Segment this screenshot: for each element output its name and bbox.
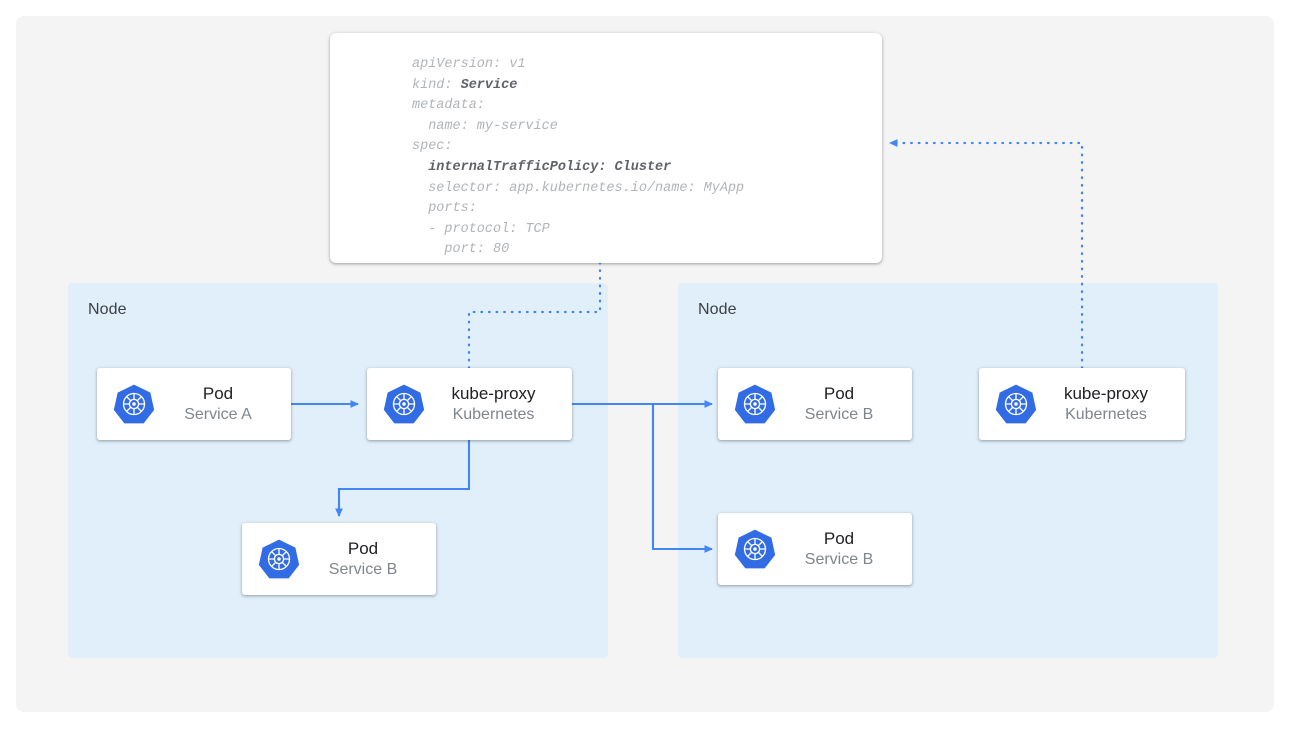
card-subtitle: Kubernetes bbox=[452, 405, 535, 423]
card-title: Pod bbox=[823, 528, 855, 548]
kubernetes-logo-icon bbox=[383, 383, 425, 425]
card-title: kube-proxy bbox=[451, 383, 536, 403]
kubernetes-logo-icon bbox=[258, 538, 300, 580]
card-pod-service-b-local[interactable]: Pod Service B bbox=[242, 523, 436, 595]
card-kube-proxy-right[interactable]: kube-proxy Kubernetes bbox=[979, 368, 1185, 440]
card-title: Pod bbox=[202, 383, 234, 403]
card-pod-service-a[interactable]: Pod Service A bbox=[97, 368, 291, 440]
node-label-right: Node bbox=[698, 301, 737, 318]
card-subtitle: Kubernetes bbox=[1065, 405, 1147, 423]
card-kube-proxy-left[interactable]: kube-proxy Kubernetes bbox=[367, 368, 572, 440]
card-text: Pod Service A bbox=[155, 384, 291, 424]
manifest-line: apiVersion: v1 bbox=[412, 57, 526, 72]
card-subtitle: Service B bbox=[328, 560, 398, 578]
node-label-left: Node bbox=[88, 301, 127, 318]
card-subtitle: Service B bbox=[804, 405, 874, 423]
card-text: Pod Service B bbox=[300, 539, 436, 579]
service-manifest-text: apiVersion: v1 kind: Service metadata: nam… bbox=[412, 55, 744, 263]
card-text: Pod Service B bbox=[776, 529, 912, 569]
manifest-line: spec: bbox=[412, 139, 453, 155]
card-text: kube-proxy Kubernetes bbox=[1037, 384, 1185, 424]
card-title: Pod bbox=[347, 538, 379, 558]
kubernetes-logo-icon bbox=[734, 528, 776, 570]
manifest-line: name: my-service bbox=[412, 118, 558, 134]
card-subtitle: Service B bbox=[804, 550, 874, 568]
card-pod-service-b-remote-1[interactable]: Pod Service B bbox=[718, 368, 912, 440]
card-title: kube-proxy bbox=[1063, 383, 1149, 403]
node-container-left: Node bbox=[68, 283, 608, 658]
manifest-line: internalTrafficPolicy: Cluster bbox=[412, 159, 672, 175]
kubernetes-logo-icon bbox=[113, 383, 155, 425]
manifest-line: selector: app.kubernetes.io/name: MyApp bbox=[412, 180, 745, 196]
kubernetes-logo-icon bbox=[734, 383, 776, 425]
manifest-line: ports: bbox=[412, 201, 477, 217]
node-container-right: Node bbox=[678, 283, 1218, 658]
manifest-line: kind: Service bbox=[412, 77, 518, 93]
manifest-line: port: 80 bbox=[412, 242, 510, 258]
manifest-line: targetPort: 9376 bbox=[412, 261, 744, 264]
service-manifest-card: apiVersion: v1 kind: Service metadata: nam… bbox=[330, 33, 882, 263]
kubernetes-logo-icon bbox=[995, 383, 1037, 425]
diagram-canvas: Node Node apiVersion bbox=[16, 16, 1274, 712]
manifest-line: - protocol: TCP bbox=[412, 221, 550, 237]
card-text: Pod Service B bbox=[776, 384, 912, 424]
card-title: Pod bbox=[823, 383, 855, 403]
card-pod-service-b-remote-2[interactable]: Pod Service B bbox=[718, 513, 912, 585]
card-subtitle: Service A bbox=[184, 405, 252, 423]
manifest-line: metadata: bbox=[412, 98, 485, 114]
card-text: kube-proxy Kubernetes bbox=[425, 384, 572, 424]
